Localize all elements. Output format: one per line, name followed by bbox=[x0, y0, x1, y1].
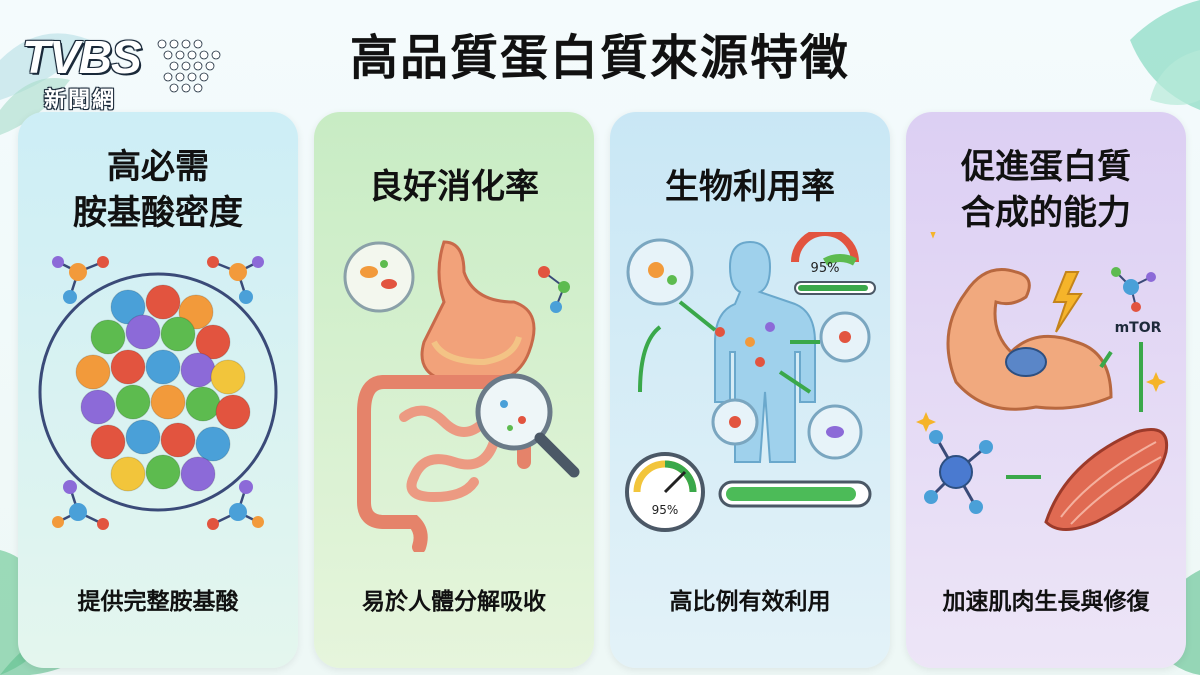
logo-brand-text: TVBS bbox=[22, 31, 142, 83]
card-caption: 高比例有效利用 bbox=[669, 589, 831, 615]
card-protein-synthesis: 促進蛋白質 合成的能力 mTOR 加速肌肉生長與修復 bbox=[906, 112, 1186, 668]
card-title-line: 合成的能力 bbox=[961, 193, 1131, 233]
logo-sub-text: 新聞網 bbox=[44, 88, 117, 113]
card-title: 促進蛋白質 合成的能力 bbox=[906, 144, 1186, 236]
card-bioavailability: 生物利用率 95% 95% 高比例有效利用 bbox=[610, 112, 890, 668]
mtor-label: mTOR bbox=[1115, 320, 1162, 336]
body-absorption-icon: 95% 95% bbox=[625, 232, 876, 532]
card-title: 高必需 胺基酸密度 bbox=[18, 144, 298, 236]
card-title-line: 胺基酸密度 bbox=[73, 193, 243, 233]
gauge-top-value: 95% bbox=[811, 261, 840, 276]
muscle-synthesis-icon: mTOR bbox=[916, 232, 1169, 531]
digestive-system-icon bbox=[343, 240, 580, 552]
card-caption: 提供完整胺基酸 bbox=[77, 589, 239, 615]
logo-dot-pattern-icon bbox=[157, 39, 221, 93]
tvbs-logo: TVBS 新聞網 bbox=[22, 30, 222, 120]
card-title-line: 生物利用率 bbox=[665, 167, 835, 207]
card-title-line: 高必需 bbox=[107, 147, 209, 187]
leaf-decoration-top-left bbox=[0, 33, 90, 135]
card-title: 良好消化率 bbox=[314, 164, 594, 210]
card-title: 生物利用率 bbox=[610, 164, 890, 210]
card-amino-acid-density: 高必需 胺基酸密度 提供完整胺基酸 bbox=[18, 112, 298, 668]
card-caption: 加速肌肉生長與修復 bbox=[942, 589, 1150, 615]
card-title-line: 良好消化率 bbox=[369, 167, 539, 207]
page-title: 高品質蛋白質來源特徵 bbox=[349, 30, 850, 86]
amino-acid-cluster-icon bbox=[38, 256, 278, 530]
leaf-decoration-top-right bbox=[1130, 0, 1200, 110]
card-digestibility: 良好消化率 易於人體分解吸收 bbox=[314, 112, 594, 668]
gauge-bottom-value: 95% bbox=[652, 503, 679, 517]
card-title-line: 促進蛋白質 bbox=[961, 147, 1131, 187]
card-caption: 易於人體分解吸收 bbox=[362, 589, 546, 615]
